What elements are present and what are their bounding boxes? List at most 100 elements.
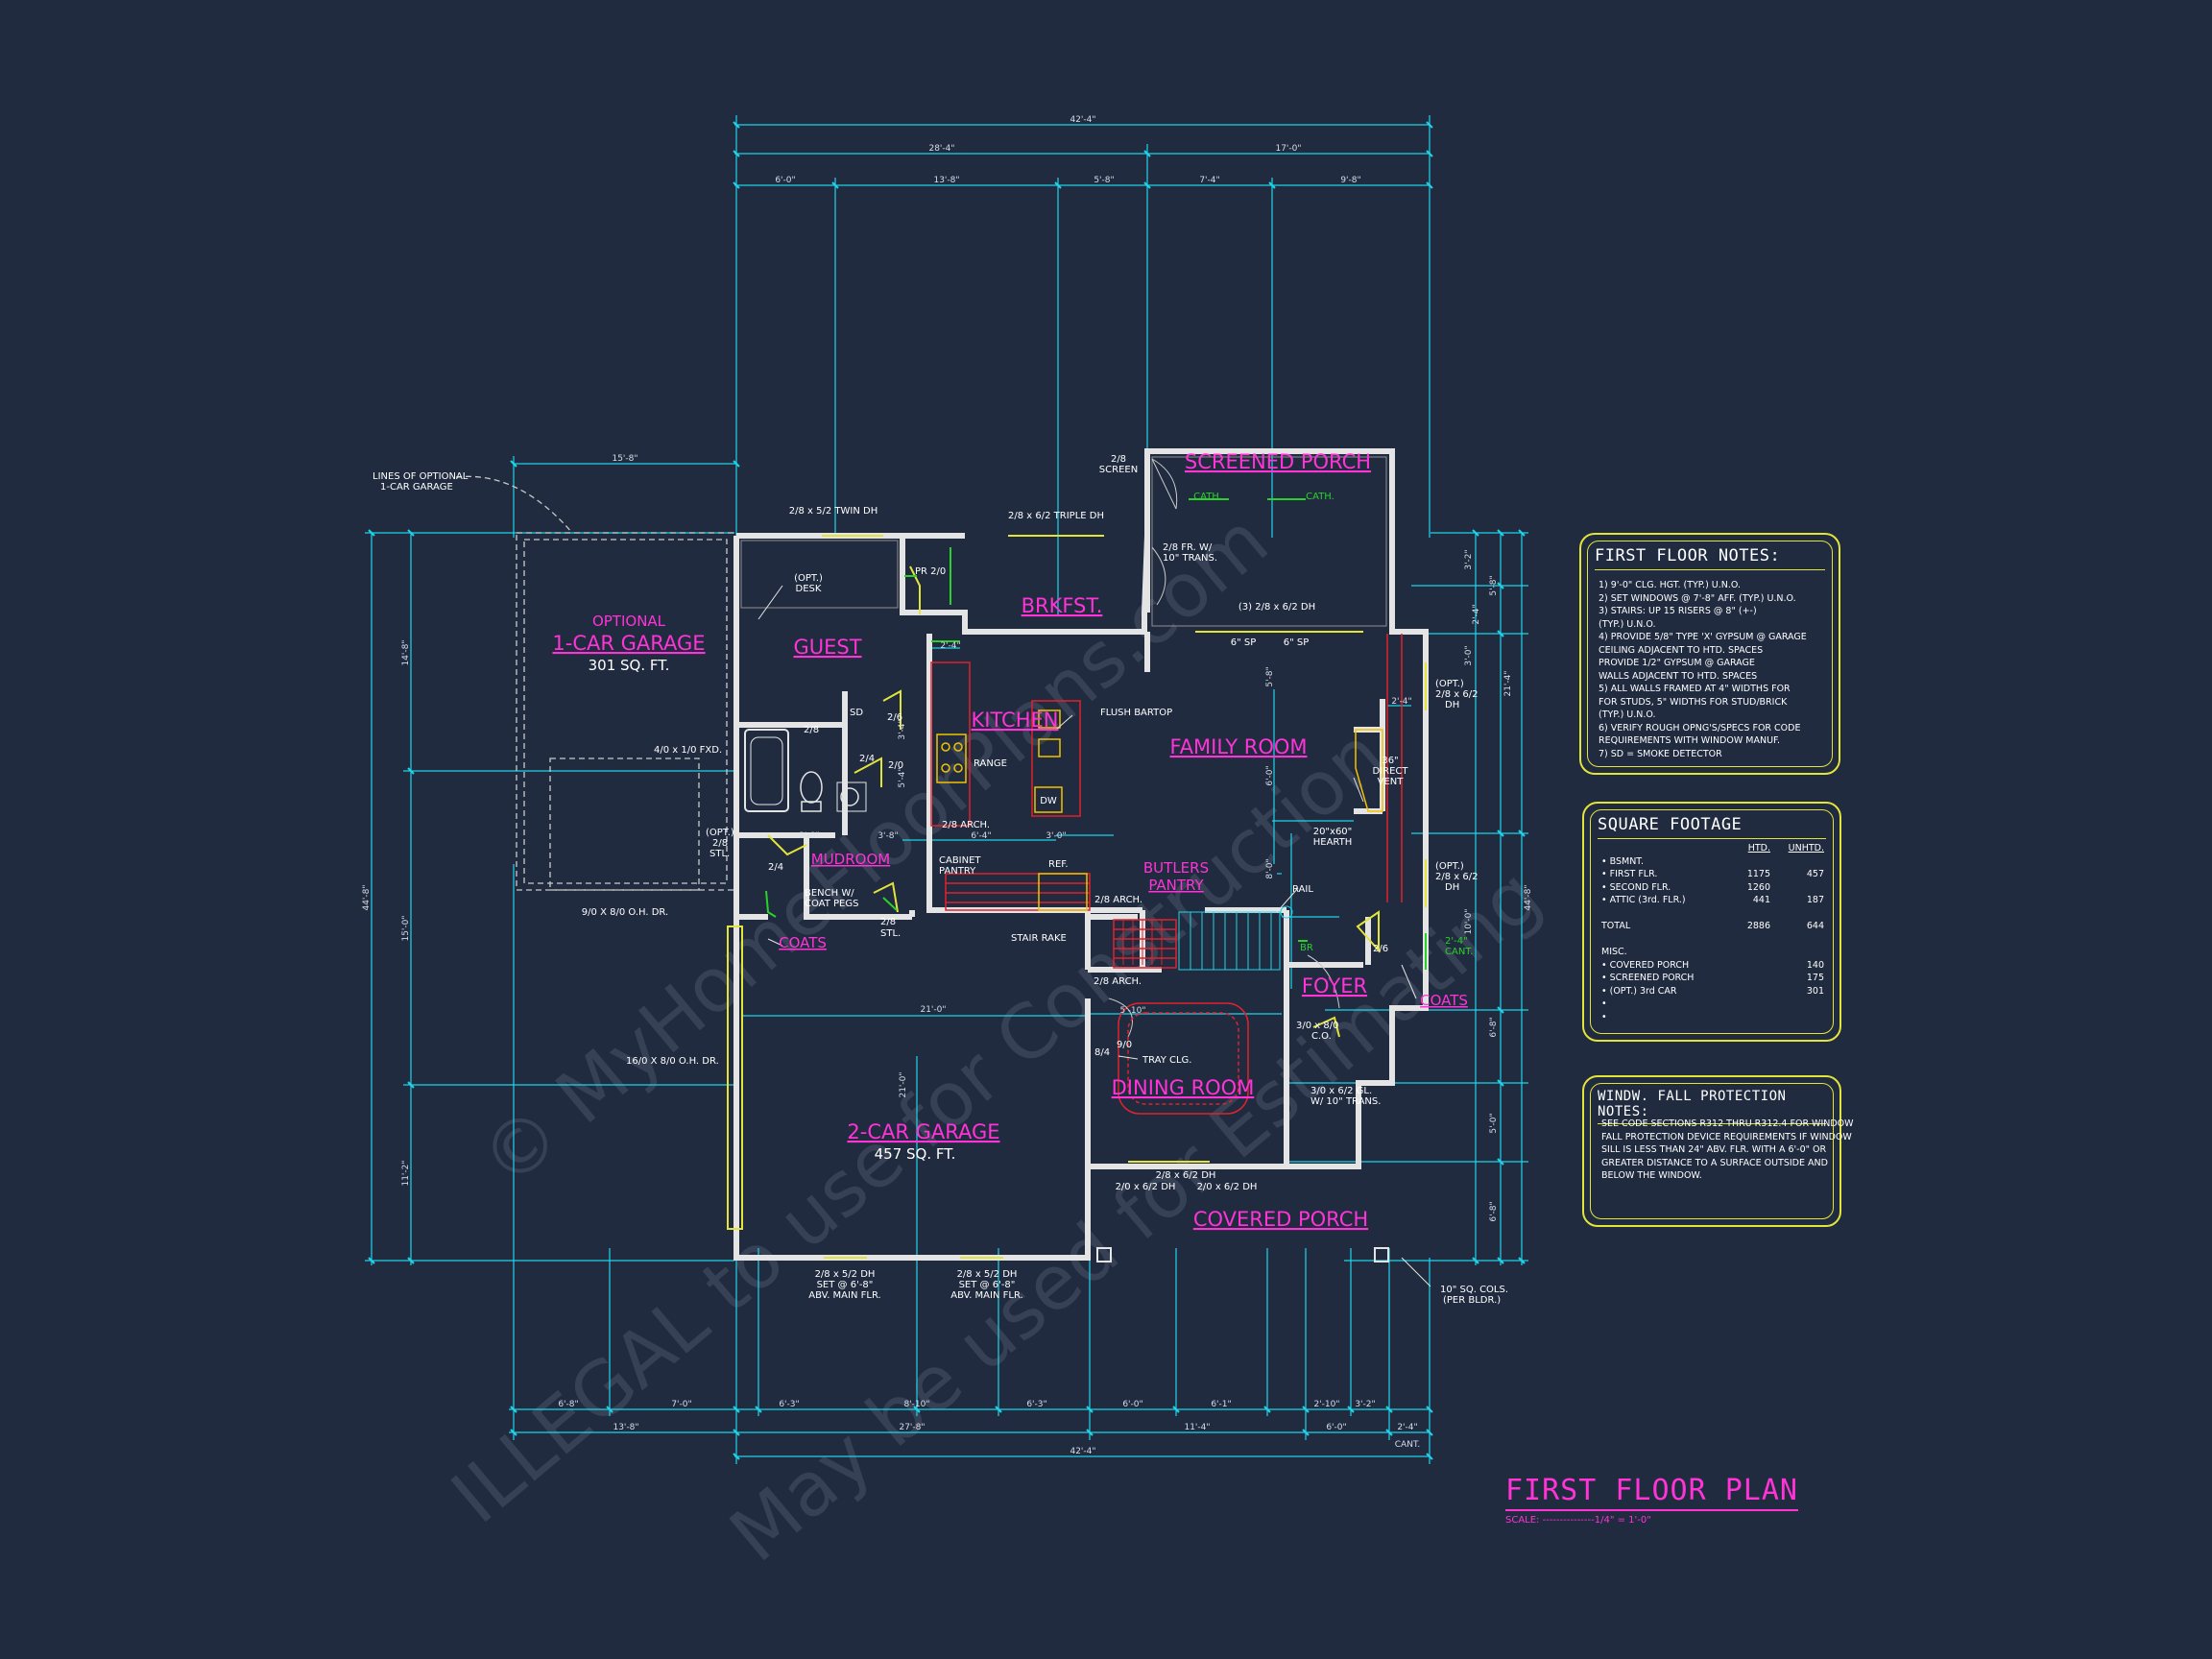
dim-top-row2-1: 28'-4" xyxy=(928,144,954,154)
note-pr-door: PR 2/0 xyxy=(915,566,946,577)
note-item: FOR STUDS, 5" WIDTHS FOR STUD/BRICK xyxy=(1599,696,1788,708)
note-door-84: 8/4 xyxy=(1094,1047,1110,1058)
square-footage-cell: 1175 xyxy=(1746,869,1770,879)
square-footage-cell: • ATTIC (3rd. FLR.) xyxy=(1601,895,1686,905)
note-item: 2) SET WINDOWS @ 7'-8" AFF. (TYP.) U.N.O… xyxy=(1599,592,1796,604)
dim-right-col2: 21'-4" xyxy=(1503,670,1513,696)
dim-cant: CANT. xyxy=(1395,1440,1420,1450)
door-swings xyxy=(1108,458,1340,1038)
dim-left-part-3: 11'-2" xyxy=(401,1160,411,1186)
title-block: FIRST FLOOR PLAN SCALE: ---------------1… xyxy=(1505,1474,1798,1526)
window-note-line: GREATER DISTANCE TO A SURFACE OUTSIDE AN… xyxy=(1601,1157,1828,1168)
note-arch-3: 2/8 ARCH. xyxy=(1094,976,1142,987)
square-footage-cell: 187 xyxy=(1806,895,1824,905)
note-opt-dh-2c: DH xyxy=(1445,882,1459,893)
dim-interior-8: 2'-4" xyxy=(1391,697,1411,707)
note-sd: SD xyxy=(850,708,863,718)
dim-interior-1: 2'-4" xyxy=(940,641,960,651)
note-dh-dining-3: 2/0 x 6/2 DH xyxy=(1197,1182,1258,1192)
note-opt-dh-1: (OPT.) xyxy=(1435,679,1464,689)
dim-left-overall: 44'-8" xyxy=(362,884,372,910)
note-door-28: 2/8 xyxy=(804,725,819,735)
note-item: REQUIREMENTS WITH WINDOW MANUF. xyxy=(1599,735,1780,746)
note-tray: TRAY CLG. xyxy=(1142,1055,1191,1066)
dim-bottom-row2-3: 11'-4" xyxy=(1184,1423,1210,1432)
square-footage-cell xyxy=(1770,881,1824,895)
square-footage-cell xyxy=(1770,998,1824,1011)
dim-bottom-row1-8: 2'-10" xyxy=(1313,1400,1339,1409)
windows xyxy=(727,535,1427,1259)
note-oh-door-1: 9/0 X 8/0 O.H. DR. xyxy=(582,907,668,918)
note-cant-right-2: CANT. xyxy=(1445,947,1473,957)
note-hearth: 20"x60" xyxy=(1313,827,1353,837)
square-footage-cell: 2886 xyxy=(1746,921,1770,931)
dim-top-row3-2: 13'-8" xyxy=(933,176,959,185)
window-fall-protection-title: WINDW. FALL PROTECTION NOTES: xyxy=(1598,1089,1826,1124)
dim-bottom-row1-1: 6'-8" xyxy=(558,1400,578,1409)
note-garage-dh-2c: ABV. MAIN FLR. xyxy=(950,1290,1022,1301)
note-item: (TYP.) U.N.O. xyxy=(1599,709,1656,720)
room-covered-porch: COVERED PORCH xyxy=(1193,1208,1368,1231)
note-opt-stl-3: STL. xyxy=(709,849,730,859)
cabinets xyxy=(930,634,1403,1115)
note-direct-vent-2: DIRECT xyxy=(1372,766,1408,777)
note-fr-door: 2/8 FR. W/ xyxy=(1163,542,1213,553)
square-footage-cell: 140 xyxy=(1806,959,1824,971)
annotations: LINES OF OPTIONAL 1-CAR GARAGE 2/8 x 5/2… xyxy=(373,454,1508,1306)
note-cabinet-pantry: CABINET xyxy=(939,855,981,866)
square-footage-cell xyxy=(1770,933,1824,947)
note-cant-right: 2'-4" xyxy=(1445,936,1468,947)
dim-bottom-overall: 42'-4" xyxy=(1070,1447,1095,1456)
square-footage-cell xyxy=(1717,985,1770,998)
note-dh-dining-2: 2/0 x 6/2 DH xyxy=(1116,1182,1176,1192)
dim-bottom-row1-4: 8'-10" xyxy=(903,1400,929,1409)
room-pantry: PANTRY xyxy=(1148,877,1204,894)
dim-bottom-row1-6: 6'-0" xyxy=(1122,1400,1142,1409)
note-door-24: 2/4 xyxy=(859,754,875,764)
room-foyer: FOYER xyxy=(1302,974,1367,998)
note-garage-dh-2b: SET @ 6'-8" xyxy=(959,1280,1016,1290)
square-footage-cell xyxy=(1717,933,1770,947)
note-item: 7) SD = SMOKE DETECTOR xyxy=(1599,748,1722,759)
dim-interior-14: 6'-0" xyxy=(1265,765,1275,785)
square-footage-cell xyxy=(1770,946,1824,959)
square-footage-cell xyxy=(1717,1011,1770,1024)
dim-right-col1-3: 3'-0" xyxy=(1464,645,1474,665)
note-door-26: 2/6 xyxy=(887,712,902,723)
square-footage-title: SQUARE FOOTAGE xyxy=(1598,815,1826,839)
note-item: 6) VERIFY ROUGH OPNG'S/SPECS FOR CODE xyxy=(1599,722,1801,733)
dim-interior-6: 5'-10" xyxy=(1119,1006,1145,1016)
leader-lines xyxy=(757,585,1431,1287)
note-br: BR xyxy=(1300,943,1313,953)
dimension-labels: 42'-4" 28'-4" 17'-0" 6'-0" 13'-8" 5'-8" … xyxy=(362,115,1533,1456)
room-coats-left: COATS xyxy=(779,934,827,951)
note-item: 5) ALL WALLS FRAMED AT 4" WIDTHS FOR xyxy=(1599,684,1791,694)
dim-right-col1-6: 6'-8" xyxy=(1489,1201,1499,1221)
note-opt-desk: (OPT.) xyxy=(794,573,823,584)
dim-bottom-row2-5: 2'-4" xyxy=(1397,1423,1417,1432)
note-direct-vent-3: VENT xyxy=(1378,777,1405,787)
note-bench: BENCH W/ xyxy=(805,888,854,899)
square-footage-cell xyxy=(1717,998,1770,1011)
square-footage-cell xyxy=(1601,907,1717,921)
square-footage-cell xyxy=(1717,972,1770,985)
square-footage-header: HTD.UNHTD. xyxy=(1601,842,1824,855)
note-oh-door-2: 16/0 X 8/0 O.H. DR. xyxy=(626,1056,719,1067)
square-footage-header-cell xyxy=(1601,842,1717,855)
dim-interior-13: 8'-0" xyxy=(1265,858,1275,878)
note-screen-door: 2/8 xyxy=(1111,454,1126,465)
dim-right-overall: 44'-8" xyxy=(1524,884,1533,910)
square-footage-cell xyxy=(1717,855,1770,869)
window-fall-protection-text: SEE CODE SECTIONS R312 THRU R312.4 FOR W… xyxy=(1601,1118,1854,1183)
note-opt-dh-1b: 2/8 x 6/2 xyxy=(1435,689,1478,700)
dim-bottom-row1-2: 7'-0" xyxy=(671,1400,691,1409)
window-note-line: SILL IS LESS THAN 24" ABV. FLR. WITH A 6… xyxy=(1601,1144,1827,1155)
note-rail: RAIL xyxy=(1292,884,1313,895)
room-two-car-garage: 2-CAR GARAGE xyxy=(847,1120,999,1143)
square-footage-cell xyxy=(1717,959,1770,973)
square-footage-cell xyxy=(1717,946,1770,959)
note-co-2: C.O. xyxy=(1311,1031,1332,1042)
note-direct-vent: 36" xyxy=(1382,756,1398,766)
